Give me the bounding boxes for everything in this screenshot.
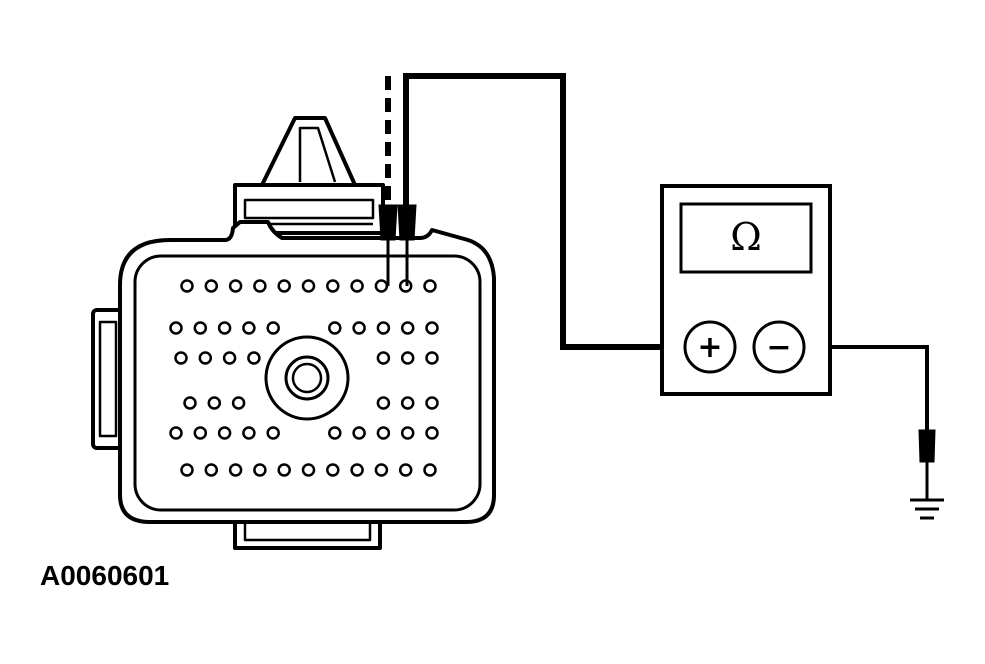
- pin-hole: [374, 279, 389, 293]
- connector-outer-shell: [118, 220, 496, 524]
- pin-hole: [253, 279, 267, 293]
- plus-terminal-label: +: [697, 330, 722, 365]
- pin-hole: [423, 279, 437, 293]
- connector-pin-holes: [169, 279, 439, 477]
- pin-hole: [174, 351, 188, 365]
- pin-hole: [301, 463, 316, 477]
- pin-hole: [398, 463, 413, 477]
- pin-hole: [425, 396, 439, 410]
- pin-hole: [222, 351, 237, 365]
- ground-icon: [910, 498, 944, 520]
- pin-hole: [277, 279, 291, 293]
- connector-center-bolt-ring: [284, 355, 330, 401]
- pin-hole: [400, 426, 415, 440]
- connector-face: [133, 254, 482, 512]
- pin-hole: [277, 463, 291, 477]
- pin-hole: [242, 426, 256, 440]
- pin-hole: [266, 321, 280, 335]
- pin-hole: [228, 279, 243, 293]
- pin-hole: [352, 321, 366, 335]
- connector-center-bolt-inner: [291, 362, 323, 394]
- pin-hole: [266, 426, 280, 440]
- pin-hole: [328, 321, 342, 335]
- pin-hole: [376, 426, 391, 440]
- pin-hole: [376, 351, 391, 365]
- pin-hole: [217, 426, 232, 440]
- pin-hole: [400, 396, 415, 410]
- minus-terminal: [752, 320, 806, 374]
- pin-hole: [242, 321, 256, 335]
- pin-hole: [326, 463, 340, 477]
- pin-hole: [301, 279, 316, 293]
- ohmmeter: Ω + −: [660, 184, 832, 396]
- minus-terminal-label: −: [766, 330, 791, 365]
- pin-hole: [204, 463, 219, 477]
- pin-hole: [352, 426, 366, 440]
- electrical-connector: [91, 116, 496, 550]
- pin-hole: [228, 463, 243, 477]
- pin-hole: [198, 351, 213, 365]
- pin-hole: [425, 426, 439, 440]
- ground-clip: [918, 429, 936, 463]
- pin-hole: [231, 396, 246, 410]
- pin-hole: [376, 396, 391, 410]
- pin-hole: [193, 321, 208, 335]
- pin-hole: [183, 396, 197, 410]
- figure-id: A0060601: [40, 560, 170, 591]
- pin-hole: [247, 351, 261, 365]
- pin-hole: [180, 463, 194, 477]
- pin-hole: [374, 463, 389, 477]
- connector-lock-tab-inner: [298, 126, 337, 183]
- pin-hole: [425, 351, 439, 365]
- pin-hole: [169, 321, 183, 335]
- pin-hole: [180, 279, 194, 293]
- pin-hole: [328, 426, 342, 440]
- test-leads: [378, 73, 944, 520]
- connector-center-bolt-outer: [264, 335, 350, 421]
- pin-hole: [193, 426, 208, 440]
- pin-hole: [350, 279, 364, 293]
- plus-terminal: [683, 320, 737, 374]
- pin-hole: [204, 279, 219, 293]
- ohm-symbol: Ω: [730, 215, 762, 259]
- probe-tip-right: [397, 204, 417, 241]
- pin-hole: [326, 279, 340, 293]
- pin-hole: [253, 463, 267, 477]
- negative-probe-lead: [805, 345, 929, 430]
- probe-tip-left: [378, 204, 398, 241]
- pin-hole: [350, 463, 364, 477]
- pin-hole: [217, 321, 232, 335]
- pin-hole: [376, 321, 391, 335]
- pin-hole: [423, 463, 437, 477]
- meter-display: [679, 202, 813, 274]
- pin-hole: [169, 426, 183, 440]
- pin-hole: [400, 351, 415, 365]
- pin-hole: [425, 321, 439, 335]
- pin-hole: [400, 321, 415, 335]
- pin-hole: [207, 396, 222, 410]
